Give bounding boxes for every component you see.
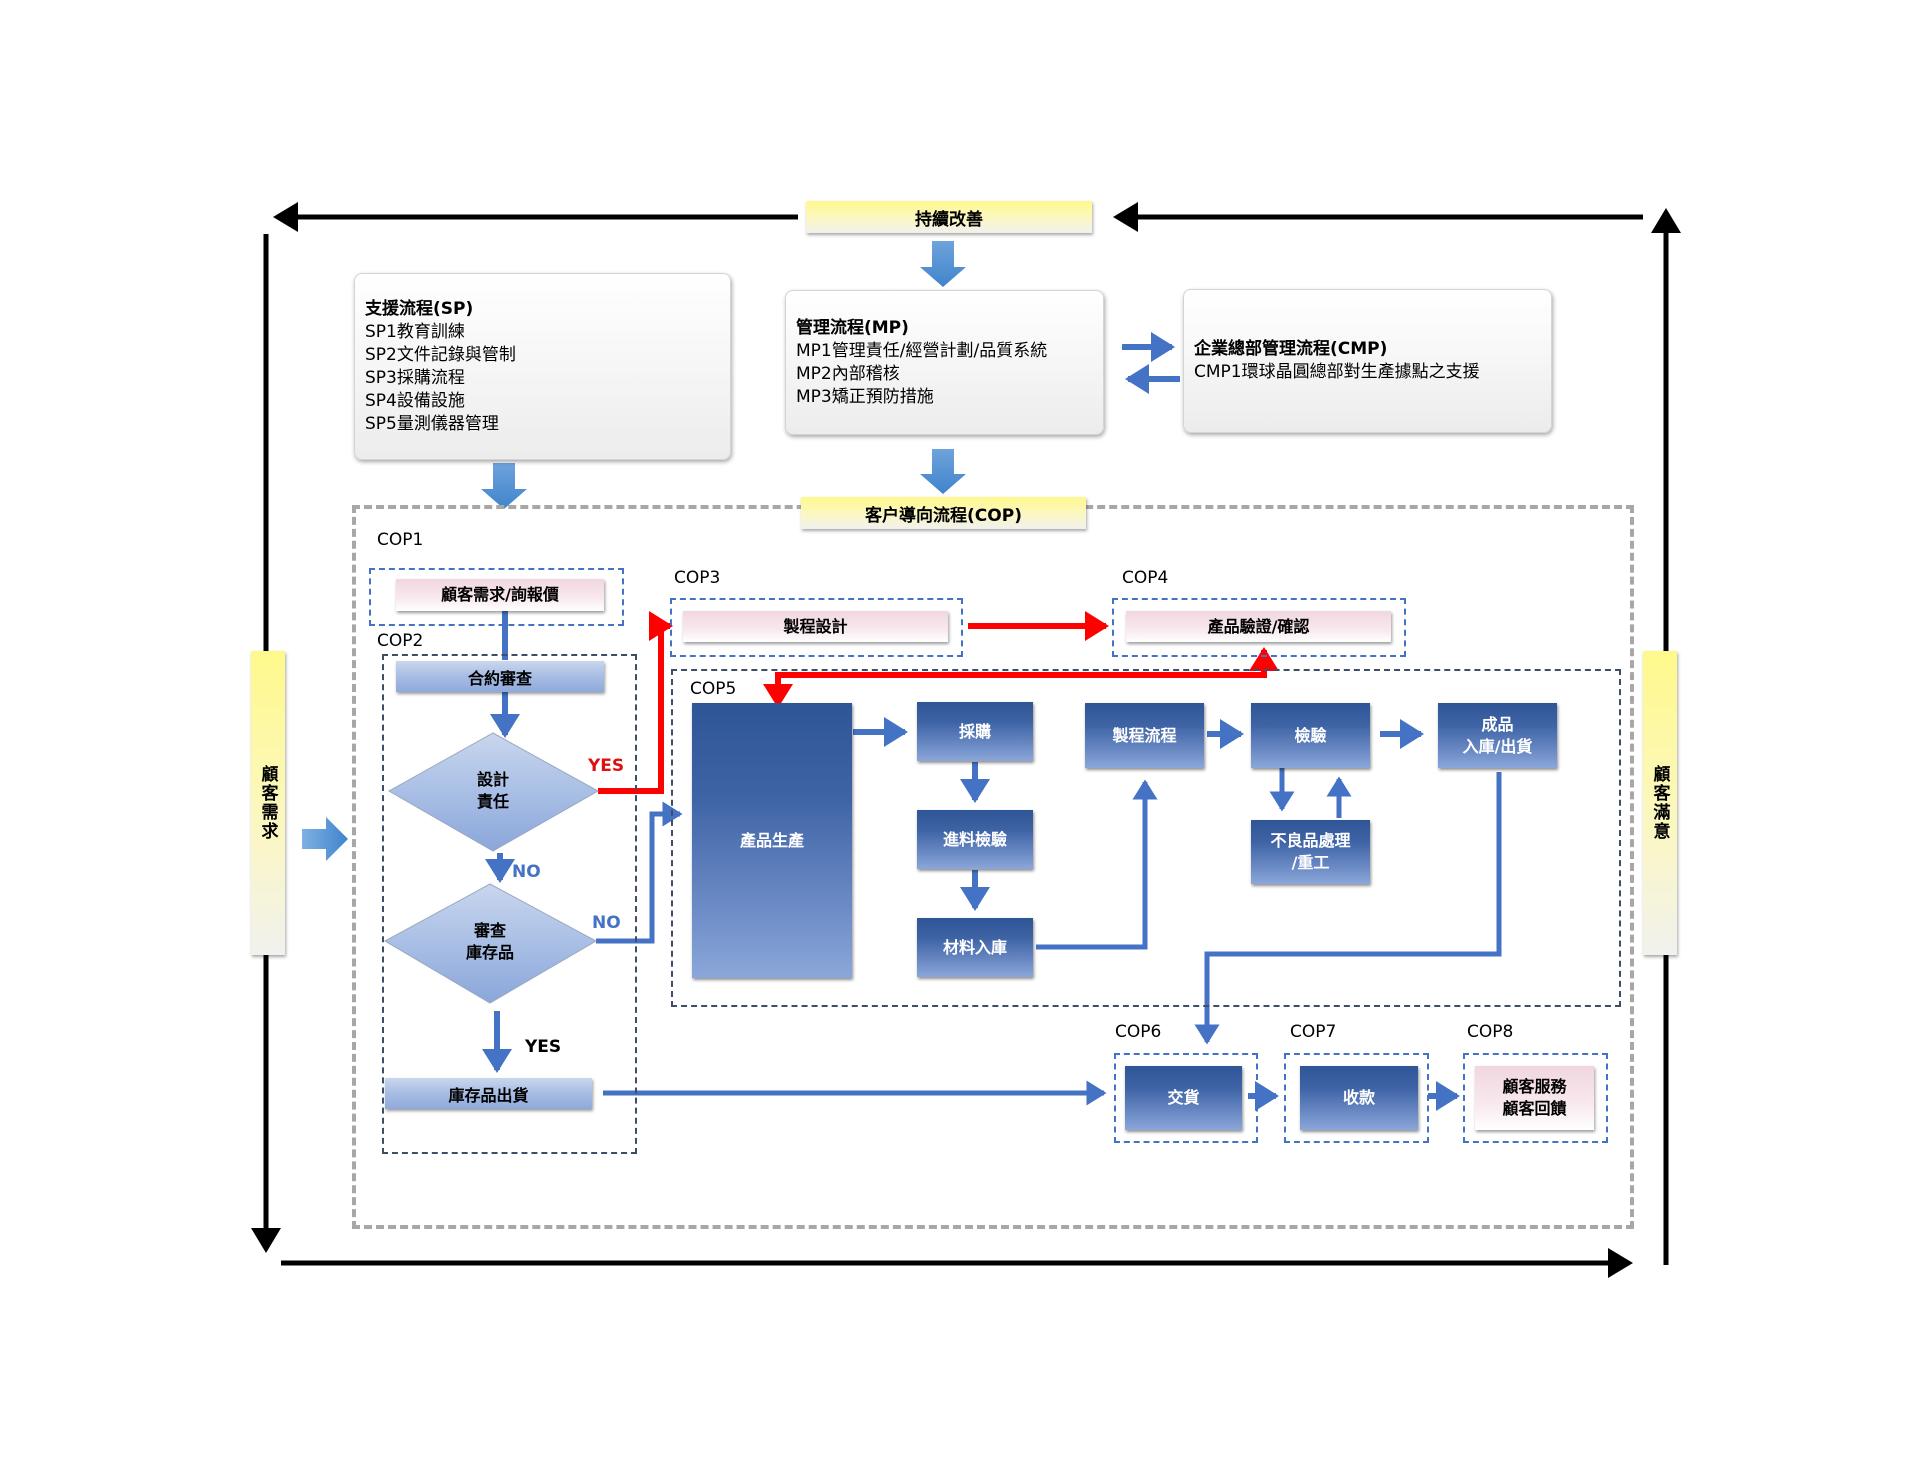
node-finished-goods-line: 入庫/出貨	[1462, 736, 1533, 756]
cop4-group	[1112, 598, 1406, 657]
support-process-card: 支援流程(SP) SP1教育訓練 SP2文件記錄與管制 SP3採購流程 SP4設…	[354, 273, 731, 460]
management-process-item: MP2內部稽核	[796, 363, 900, 384]
decision-design-line: 設計	[476, 770, 509, 789]
node-production[interactable]: 產品生產	[692, 703, 852, 978]
cop5-group	[671, 669, 1621, 1007]
arrow-ci-to-mp	[920, 241, 966, 287]
support-process-item: SP4設備設施	[365, 390, 465, 411]
decision-design-line: 責任	[476, 792, 509, 811]
arrow-sp-to-cop	[481, 463, 527, 509]
node-nonconforming[interactable]: 不良品處理 /重工	[1251, 820, 1370, 884]
corporate-process-item: CMP1環球晶圓總部對生產據點之支援	[1194, 362, 1480, 382]
node-incoming-inspection[interactable]: 進料檢驗	[917, 810, 1033, 869]
arrow-requirement-to-cop	[302, 817, 348, 861]
decision-inventory-line: 審查	[473, 921, 506, 940]
node-process-design[interactable]: 製程設計	[683, 611, 948, 642]
label-design-no: NO	[512, 862, 541, 882]
cop-title-box: 客户導向流程(COP)	[801, 497, 1086, 529]
label-inventory-yes: YES	[525, 1037, 562, 1057]
support-process-item: SP2文件記錄與管制	[365, 344, 516, 365]
decision-inventory-review[interactable]: 審查 庫存品	[425, 916, 555, 968]
node-delivery[interactable]: 交貨	[1125, 1066, 1242, 1130]
node-payment[interactable]: 收款	[1300, 1066, 1418, 1130]
cop6-group	[1114, 1053, 1258, 1143]
corporate-process-card: 企業總部管理流程(CMP) CMP1環球晶圓總部對生產據點之支援	[1183, 289, 1552, 433]
customer-requirement-bar: 顧客需求	[251, 651, 285, 955]
node-inventory-shipping[interactable]: 庫存品出貨	[385, 1078, 592, 1109]
node-customer-inquiry[interactable]: 顧客需求/詢報價	[396, 579, 604, 611]
cop2-group	[382, 654, 637, 1154]
node-customer-service[interactable]: 顧客服務 顧客回饋	[1475, 1066, 1594, 1130]
node-nonconforming-line: /重工	[1291, 853, 1330, 872]
node-finished-goods[interactable]: 成品 入庫/出貨	[1438, 703, 1557, 768]
cop2-label: COP2	[377, 631, 424, 651]
node-customer-service-line: 顧客服務	[1502, 1077, 1567, 1096]
management-process-card: 管理流程(MP) MP1管理責任/經營計劃/品質系統 MP2內部稽核 MP3矯正…	[785, 290, 1104, 435]
decision-inventory-line: 庫存品	[465, 943, 514, 962]
arrow-mp-to-cop	[920, 449, 966, 494]
customer-satisfaction-bar: 顧客滿意	[1643, 651, 1677, 955]
label-inventory-no: NO	[592, 913, 621, 933]
cop3-group	[670, 598, 963, 657]
node-product-verification[interactable]: 產品驗證/確認	[1126, 611, 1391, 642]
cop8-label: COP8	[1467, 1022, 1514, 1042]
node-contract-review[interactable]: 合約審查	[396, 661, 604, 692]
cop7-group	[1284, 1053, 1429, 1143]
cop4-label: COP4	[1122, 568, 1169, 588]
cop5-label: COP5	[690, 679, 737, 699]
node-process-flow[interactable]: 製程流程	[1085, 703, 1204, 768]
cop3-label: COP3	[674, 568, 721, 588]
node-nonconforming-line: 不良品處理	[1270, 831, 1351, 850]
management-process-title: 管理流程(MP)	[796, 317, 909, 338]
node-purchasing[interactable]: 採購	[917, 702, 1033, 761]
decision-design-responsibility[interactable]: 設計 責任	[430, 765, 556, 817]
label-design-yes: YES	[588, 756, 625, 776]
cop6-label: COP6	[1115, 1022, 1162, 1042]
cop8-group	[1463, 1053, 1608, 1143]
management-process-item: MP3矯正預防措施	[796, 386, 934, 407]
cop1-group	[369, 568, 624, 626]
node-inspection[interactable]: 檢驗	[1251, 703, 1370, 768]
continuous-improvement-box: 持續改善	[806, 201, 1092, 233]
node-finished-goods-line: 成品	[1481, 714, 1514, 734]
node-material-storage[interactable]: 材料入庫	[917, 918, 1033, 977]
support-process-title: 支援流程(SP)	[365, 298, 474, 319]
node-customer-service-line: 顧客回饋	[1502, 1099, 1567, 1118]
support-process-item: SP5量測儀器管理	[365, 413, 499, 434]
support-process-item: SP1教育訓練	[365, 321, 465, 342]
cop1-label: COP1	[377, 530, 424, 550]
cop7-label: COP7	[1290, 1022, 1337, 1042]
corporate-process-title: 企業總部管理流程(CMP)	[1194, 339, 1388, 359]
support-process-item: SP3採購流程	[365, 367, 465, 388]
management-process-item: MP1管理責任/經營計劃/品質系統	[796, 340, 1048, 361]
